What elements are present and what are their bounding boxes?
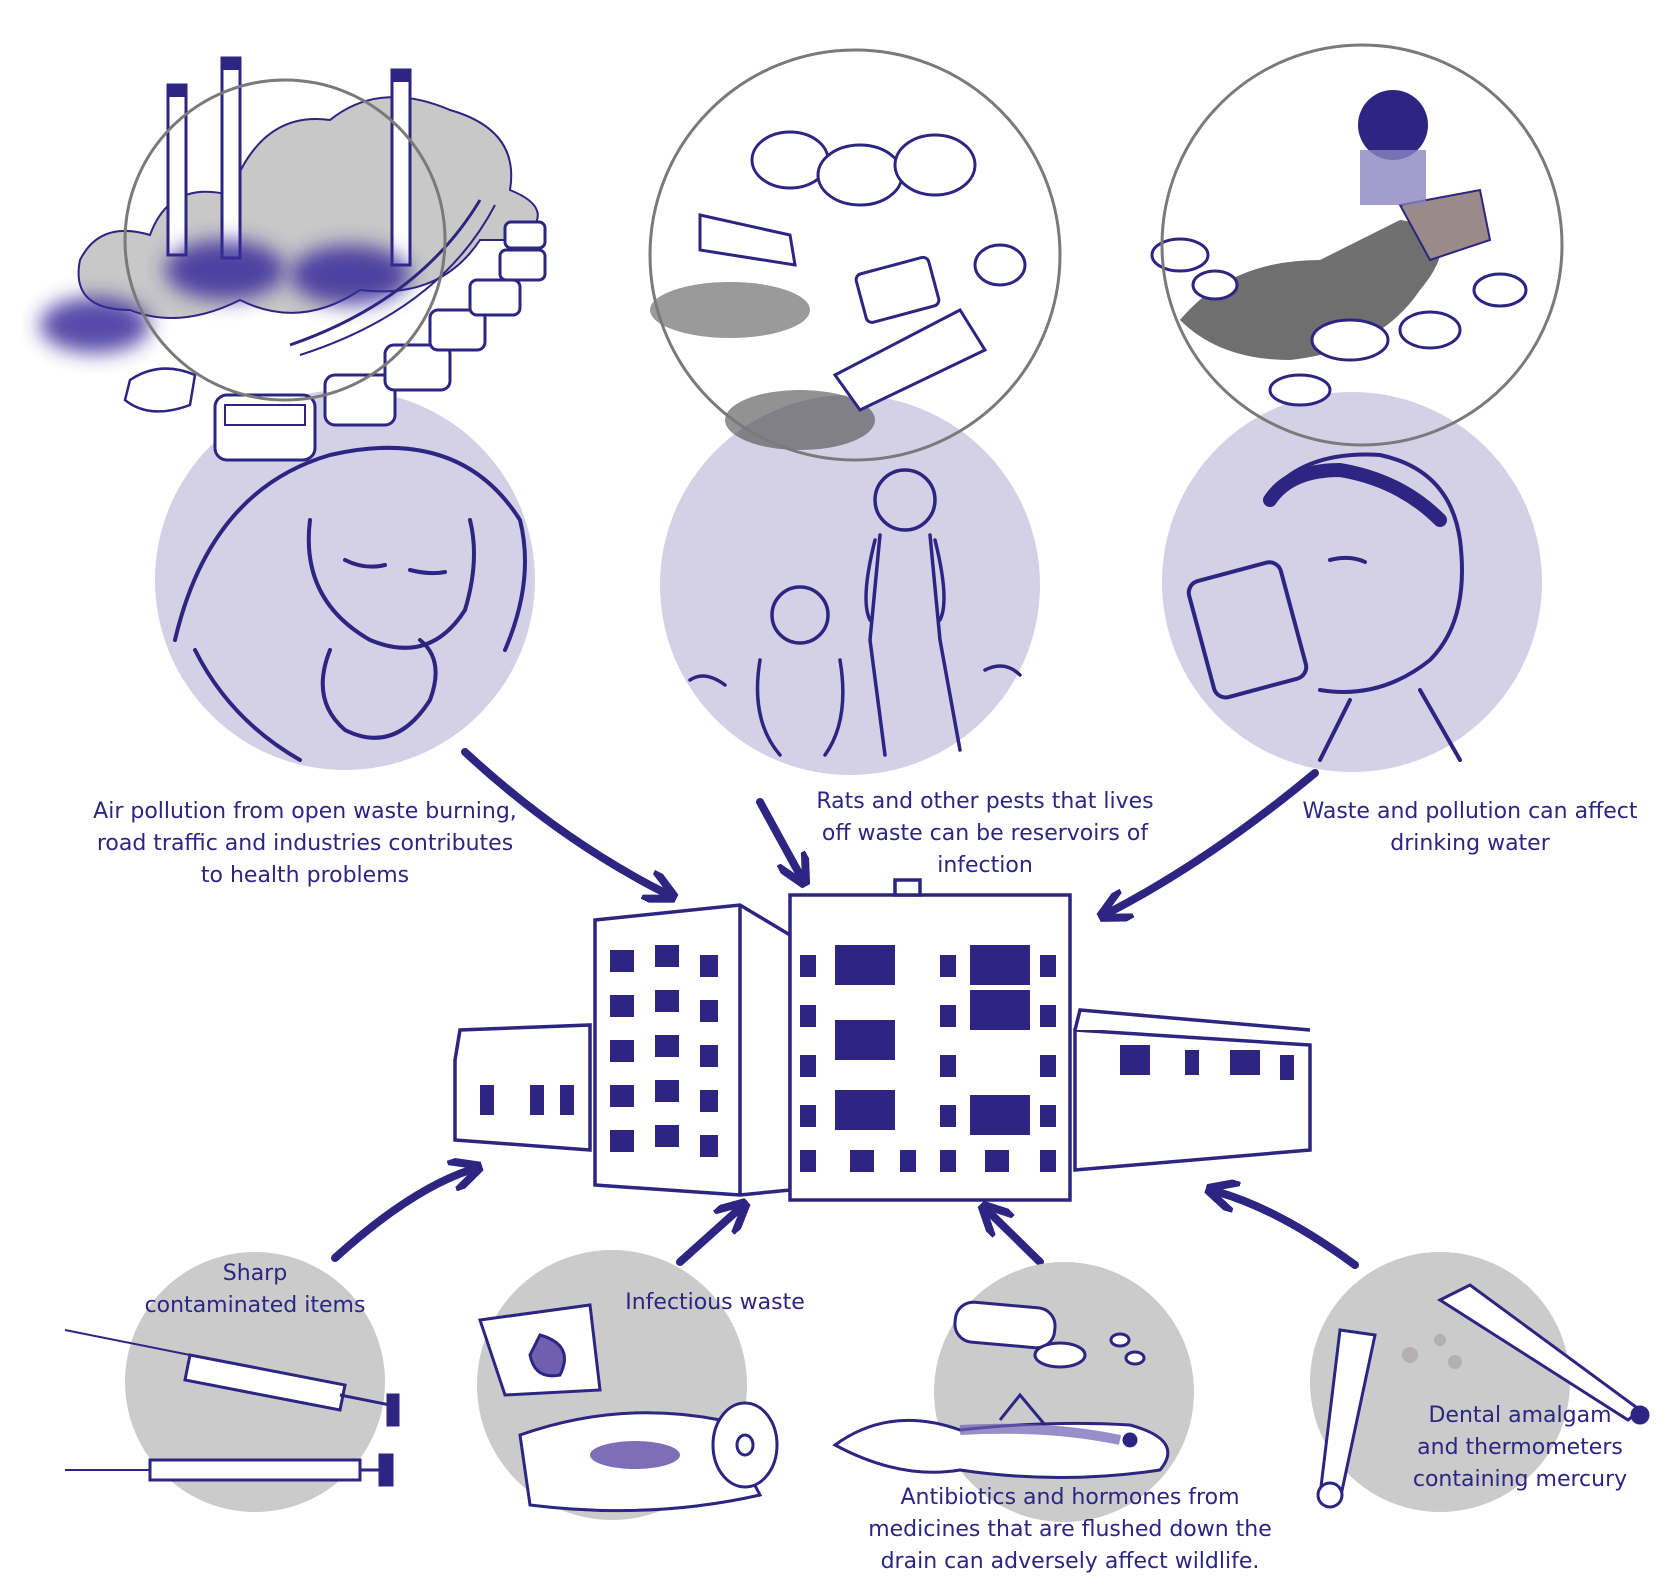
caption-rats-line-2: off waste can be reservoirs of xyxy=(821,821,1149,846)
arrow-rats xyxy=(756,798,800,875)
arrow-mercury xyxy=(1218,1192,1359,1269)
arrow-air xyxy=(461,748,665,893)
caption-mercury: Dental amalgam and thermometers containi… xyxy=(1395,1400,1645,1496)
lavender-disc-air xyxy=(155,390,535,770)
caption-mercury-line-3: containing mercury xyxy=(1412,1467,1628,1492)
caption-water-line-2: drinking water xyxy=(1390,831,1550,856)
boy-drinking xyxy=(1186,452,1464,762)
lavender-disc-water xyxy=(1162,392,1542,772)
air-pollution-scene xyxy=(40,56,547,462)
arrow-water xyxy=(1110,769,1319,912)
caption-infectious-line-1: Infectious waste xyxy=(625,1290,805,1315)
caption-rats: Rats and other pests that lives off wast… xyxy=(755,786,1215,882)
arrow-sharp xyxy=(331,1170,470,1262)
caption-rats-line-1: Rats and other pests that lives xyxy=(816,789,1154,814)
caption-medicines-line-1: Antibiotics and hormones from xyxy=(900,1485,1240,1510)
caption-air-line-2: road traffic and industries contributes xyxy=(96,831,514,856)
caption-medicines: Antibiotics and hormones from medicines … xyxy=(830,1482,1310,1578)
thermometer-icons xyxy=(1316,1283,1650,1509)
infectious-waste-icons xyxy=(478,1303,779,1513)
caption-air-line-1: Air pollution from open waste burning, xyxy=(93,799,517,824)
rats-scene xyxy=(648,48,1062,462)
water-scene xyxy=(1150,43,1564,447)
caption-water: Waste and pollution can affect drinking … xyxy=(1270,796,1670,860)
building-windows xyxy=(480,945,1294,1172)
caption-rats-line-3: infection xyxy=(937,853,1033,878)
syringe-icons xyxy=(64,1329,400,1487)
caption-air: Air pollution from open waste burning, r… xyxy=(40,796,570,892)
caption-medicines-line-2: medicines that are flushed down the xyxy=(868,1517,1272,1542)
caption-mercury-line-2: and thermometers xyxy=(1417,1435,1623,1460)
lavender-disc-rats xyxy=(660,395,1040,775)
arrow-medicines xyxy=(990,1213,1044,1266)
coughing-woman xyxy=(173,445,527,762)
medicine-icons xyxy=(832,1300,1170,1479)
arrows xyxy=(331,748,1359,1269)
caption-sharp: Sharp contaminated items xyxy=(135,1258,375,1322)
caption-sharp-line-1: Sharp xyxy=(222,1261,288,1286)
caption-water-line-1: Waste and pollution can affect xyxy=(1302,799,1638,824)
caption-infectious: Infectious waste xyxy=(590,1287,840,1319)
caption-medicines-line-3: drain can adversely affect wildlife. xyxy=(880,1549,1260,1574)
caption-mercury-line-1: Dental amalgam xyxy=(1428,1403,1612,1428)
caption-sharp-line-2: contaminated items xyxy=(144,1293,366,1318)
arrow-infectious xyxy=(676,1210,738,1266)
children-figures xyxy=(688,468,1022,757)
caption-air-line-3: to health problems xyxy=(200,863,410,888)
